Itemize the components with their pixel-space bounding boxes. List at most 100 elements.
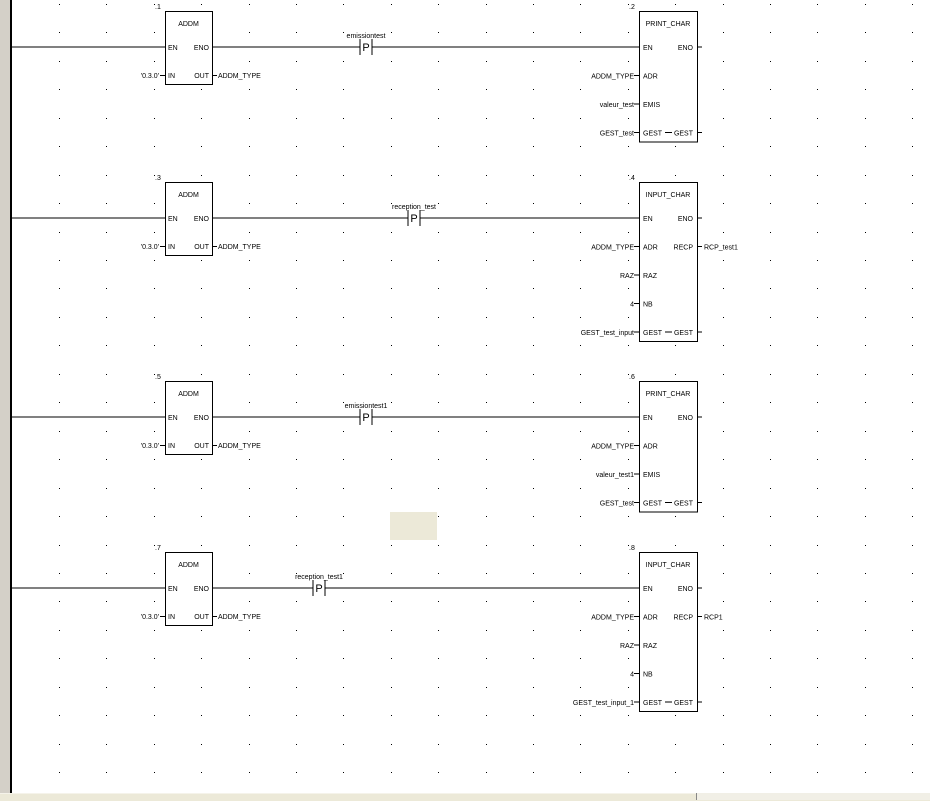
grid-dot — [628, 345, 629, 346]
grid-dot — [154, 288, 155, 289]
grid-dot — [580, 573, 581, 574]
grid-dot — [723, 658, 724, 659]
output-pin: GEST — [674, 501, 694, 508]
output-pin: GEST — [674, 330, 694, 337]
grid-dot — [865, 459, 866, 460]
scrollbar-track-right[interactable] — [696, 793, 930, 800]
block-body — [165, 552, 213, 626]
grid-dot — [201, 715, 202, 716]
grid-dot — [723, 232, 724, 233]
output-pin: ENO — [678, 45, 694, 52]
block-title: ADDM — [178, 192, 199, 199]
grid-dot — [343, 260, 344, 261]
grid-dot — [106, 374, 107, 375]
input-pin: GEST — [643, 501, 663, 508]
grid-dot — [770, 4, 771, 5]
input-pin: NB — [643, 302, 653, 309]
grid-dot — [912, 232, 913, 233]
function-block-input-char[interactable]: .8INPUT_CHARENADRADDM_TYPERAZRAZNB4GESTG… — [573, 545, 723, 712]
function-block-input-char[interactable]: .4INPUT_CHARENADRADDM_TYPERAZRAZNB4GESTG… — [581, 175, 738, 342]
grid-dot — [343, 715, 344, 716]
grid-dot — [296, 488, 297, 489]
function-block-print-char[interactable]: .2PRINT_CHARENADRADDM_TYPEEMISvaleur_tes… — [591, 4, 702, 143]
grid-dot — [59, 61, 60, 62]
grid-dot — [296, 772, 297, 773]
grid-dot — [201, 545, 202, 546]
grid-dot — [343, 601, 344, 602]
grid-dot — [59, 516, 60, 517]
block-body — [165, 381, 213, 455]
grid-dot — [343, 4, 344, 5]
grid-dot — [723, 32, 724, 33]
grid-dot — [486, 459, 487, 460]
grid-dot — [723, 175, 724, 176]
block-title: ADDM — [178, 21, 199, 28]
grid-dot — [628, 601, 629, 602]
grid-dot — [628, 488, 629, 489]
grid-dot — [154, 146, 155, 147]
grid-dot — [249, 573, 250, 574]
grid-dot — [343, 573, 344, 574]
grid-dot — [723, 459, 724, 460]
grid-dot — [817, 601, 818, 602]
grid-dot — [106, 4, 107, 5]
block-title: INPUT_CHAR — [646, 562, 691, 569]
pin-eno: ENO — [194, 45, 210, 52]
grid-dot — [675, 374, 676, 375]
grid-dot — [580, 175, 581, 176]
grid-dot — [723, 744, 724, 745]
pin-eno: ENO — [194, 415, 210, 422]
grid-dot — [723, 4, 724, 5]
grid-dot — [533, 203, 534, 204]
grid-dot — [296, 146, 297, 147]
horizontal-scrollbar[interactable] — [0, 793, 930, 801]
input-variable: 4 — [630, 302, 634, 309]
grid-dot — [106, 516, 107, 517]
grid-dot — [201, 516, 202, 517]
grid-dot — [59, 345, 60, 346]
grid-dot — [486, 516, 487, 517]
output-variable: ADDM_TYPE — [218, 443, 261, 450]
grid-dot — [59, 260, 60, 261]
grid-dot — [343, 488, 344, 489]
output-variable: ADDM_TYPE — [218, 73, 261, 80]
grid-dot — [154, 715, 155, 716]
grid-dot — [438, 744, 439, 745]
grid-dot — [486, 402, 487, 403]
grid-dot — [580, 118, 581, 119]
output-pin: ENO — [678, 415, 694, 422]
grid-dot — [865, 203, 866, 204]
grid-dot — [249, 61, 250, 62]
grid-dot — [912, 715, 913, 716]
selection-highlight[interactable] — [390, 512, 437, 540]
input-pin: RAZ — [643, 273, 658, 280]
grid-dot — [438, 118, 439, 119]
output-pin: GEST — [674, 700, 694, 707]
grid-dot — [723, 118, 724, 119]
input-pin: GEST — [643, 131, 663, 138]
grid-dot — [201, 345, 202, 346]
grid-dot — [580, 345, 581, 346]
grid-dot — [249, 687, 250, 688]
input-variable: RAZ — [620, 643, 635, 650]
grid-dot — [249, 89, 250, 90]
block-number: .8 — [629, 545, 635, 552]
grid-dot — [817, 573, 818, 574]
grid-dot — [106, 687, 107, 688]
grid-dot — [296, 601, 297, 602]
function-block-print-char[interactable]: .6PRINT_CHARENADRADDM_TYPEEMISvaleur_tes… — [591, 374, 702, 513]
grid-dot — [296, 744, 297, 745]
grid-dot — [912, 744, 913, 745]
grid-dot — [438, 658, 439, 659]
grid-dot — [106, 288, 107, 289]
